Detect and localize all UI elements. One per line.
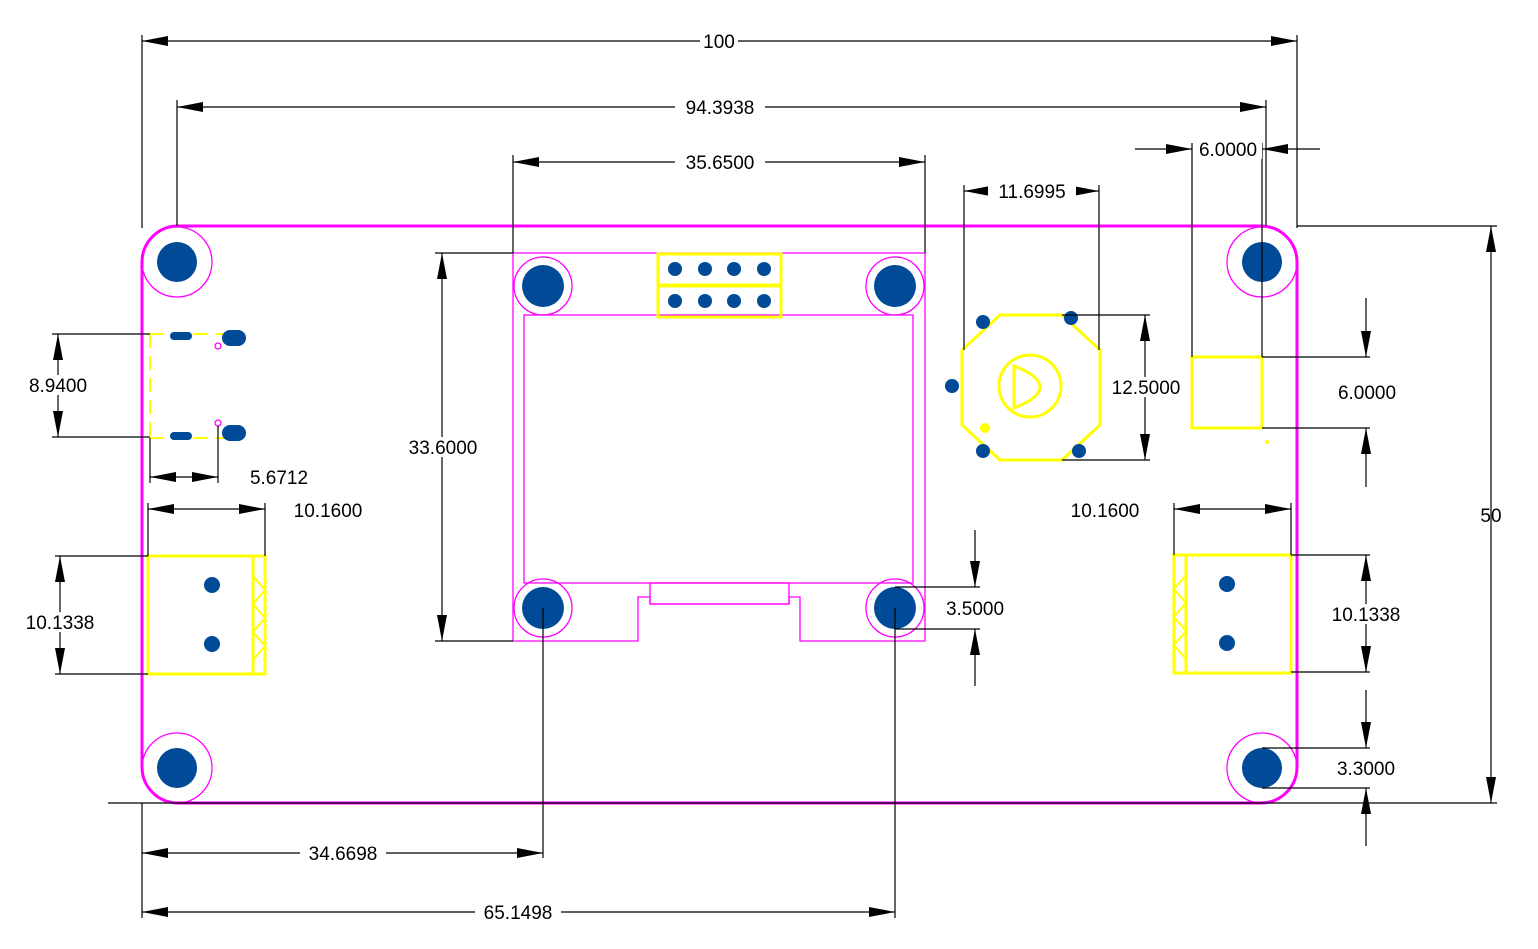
dim-left-terminal-height: 10.1338 (26, 613, 95, 634)
encoder-shaft-flat (1012, 363, 1042, 411)
dim-button-height: 6.0000 (1338, 383, 1396, 404)
encoder-pad-6 (980, 423, 990, 433)
left-terminal-block (146, 554, 267, 676)
encoder-pad-4 (976, 444, 990, 458)
dim-right-terminal-height: 10.1338 (1332, 605, 1401, 626)
rotary-encoder (945, 311, 1102, 462)
right-terminal-block (1172, 553, 1293, 675)
dim-overall-height: 50 (1480, 506, 1501, 527)
left-connector (149, 330, 246, 441)
corner-hole-pad-bl (157, 748, 197, 788)
encoder-pad-3 (945, 379, 959, 393)
right-terminal-outline (1172, 553, 1293, 675)
dim-oled-height: 33.6000 (409, 438, 478, 459)
oled-hole-silk-tl (513, 256, 573, 316)
oled-header-pins (668, 262, 771, 308)
oled-hole-pad-tr (874, 265, 916, 307)
oled-hole-pad-tl (522, 265, 564, 307)
dim-overall-width: 100 (703, 32, 735, 53)
dim-left-terminal-width: 10.1600 (294, 501, 363, 522)
dim-button-offset-x: 6.0000 (1199, 140, 1257, 161)
encoder-pad-2 (1064, 311, 1078, 325)
dim-encoder-width: 11.6995 (998, 182, 1065, 203)
push-button (1190, 355, 1269, 444)
dim-oled-hole-diameter: 3.5000 (946, 599, 1004, 620)
dim-left-connector-offset: 5.6712 (250, 468, 308, 489)
dimension-labels: 100 94.3938 35.6500 11.6995 6.0000 6.000… (22, 31, 1502, 924)
left-connector-outline (149, 333, 228, 439)
dim-left-connector-pitch: 8.9400 (29, 376, 87, 397)
corner-hole-pad-tl (157, 242, 197, 282)
oled-screen (523, 314, 914, 584)
dim-hole-span-x: 94.3938 (686, 98, 755, 119)
corner-hole-pad-br (1242, 748, 1282, 788)
encoder-outline (960, 313, 1102, 462)
oled-hole-silk-tr (865, 256, 925, 316)
dimension-lines (52, 35, 1497, 918)
dim-oled-left-hole-x: 34.6698 (309, 844, 378, 865)
encoder-pad-1 (976, 315, 990, 329)
dim-corner-hole-diameter: 3.3000 (1337, 759, 1395, 780)
dim-oled-width: 35.6500 (686, 153, 755, 174)
button-outline (1190, 355, 1264, 430)
button-marker (1265, 440, 1269, 444)
dim-oled-right-hole-x: 65.1498 (484, 903, 553, 924)
oled-header-row-2 (656, 284, 783, 319)
dim-right-terminal-width: 10.1600 (1071, 501, 1140, 522)
encoder-pad-5 (1072, 444, 1086, 458)
left-terminal-outline (146, 554, 267, 676)
dim-encoder-height: 12.5000 (1112, 378, 1181, 399)
oled-module (512, 252, 926, 642)
oled-ribbon (649, 582, 790, 605)
encoder-knob (997, 353, 1063, 419)
corner-hole-silk-tl (141, 226, 213, 298)
